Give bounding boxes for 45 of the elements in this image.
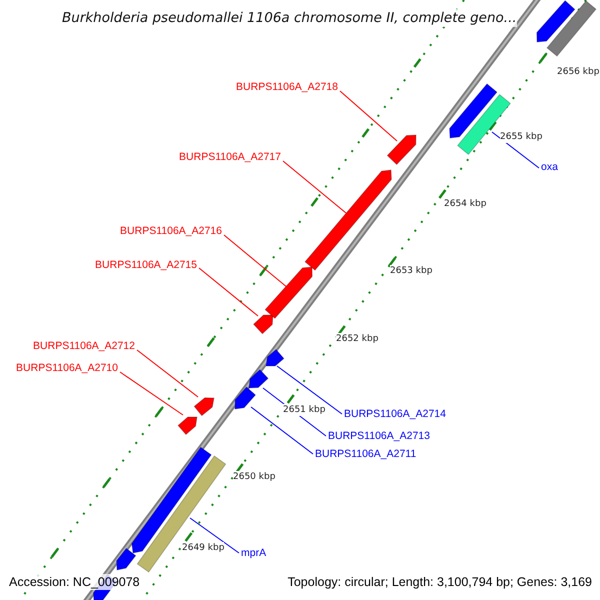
gene-feature-block [248, 369, 269, 388]
leader-line [120, 372, 184, 416]
tick-label: 2650 kbp [233, 471, 276, 483]
tick-label: 2651 kbp [283, 404, 326, 416]
gene-label: BURPS1106A_A2712 [33, 339, 135, 353]
gene-feature-block [266, 348, 284, 366]
gene-label: BURPS1106A_A2717 [179, 150, 281, 164]
gene-label: BURPS1106A_A2714 [344, 407, 446, 421]
gene-feature-block [536, 0, 576, 42]
leader-line [340, 90, 398, 142]
gene-feature-block [449, 83, 498, 138]
tick-label: 2654 kbp [444, 198, 486, 210]
gene-feature-block [304, 170, 392, 271]
gene-label: BURPS1106A_A2713 [328, 429, 430, 443]
gene-feature-block [194, 397, 214, 416]
gene-label: BURPS1106A_A2716 [120, 224, 222, 238]
tick-label: 2653 kbp [390, 265, 432, 277]
gene-label: mprA [241, 546, 266, 560]
gene-label: BURPS1106A_A2711 [315, 447, 416, 461]
gene-feature-block [234, 386, 256, 410]
leader-line [276, 366, 342, 414]
gene-bar [546, 0, 597, 57]
leader-line [224, 234, 288, 288]
map-title: Burkholderia pseudomallei 1106a chromosome II, complete geno... [62, 9, 517, 27]
gene-feature-block [264, 266, 313, 319]
footer-text: Topology: circular; Length: 3,100,794 bp; Genes: 3,169 [288, 574, 592, 590]
gene-label: BURPS1106A_A2710 [16, 361, 118, 375]
gene-label: BURPS1106A_A2718 [236, 80, 338, 94]
gene-feature-block [178, 416, 198, 436]
leader-line [282, 160, 346, 214]
tick-label: 2649 kbp [182, 542, 224, 554]
gene-feature-block [253, 314, 274, 334]
footer-text: Accession: NC_009078 [9, 574, 140, 590]
leader-line [136, 350, 198, 398]
gene-feature-block [386, 134, 416, 166]
leader-line [250, 406, 314, 454]
leader-line [492, 132, 540, 168]
leader-line [198, 268, 258, 316]
leader-line [190, 518, 240, 554]
tick-label: 2652 kbp [336, 333, 378, 345]
gene-label: BURPS1106A_A2715 [95, 258, 197, 272]
gene-bar [136, 455, 226, 573]
gene-label: oxa [541, 160, 558, 174]
tick-label: 2656 kbp [557, 66, 600, 78]
tick-label: 2655 kbp [500, 131, 542, 143]
